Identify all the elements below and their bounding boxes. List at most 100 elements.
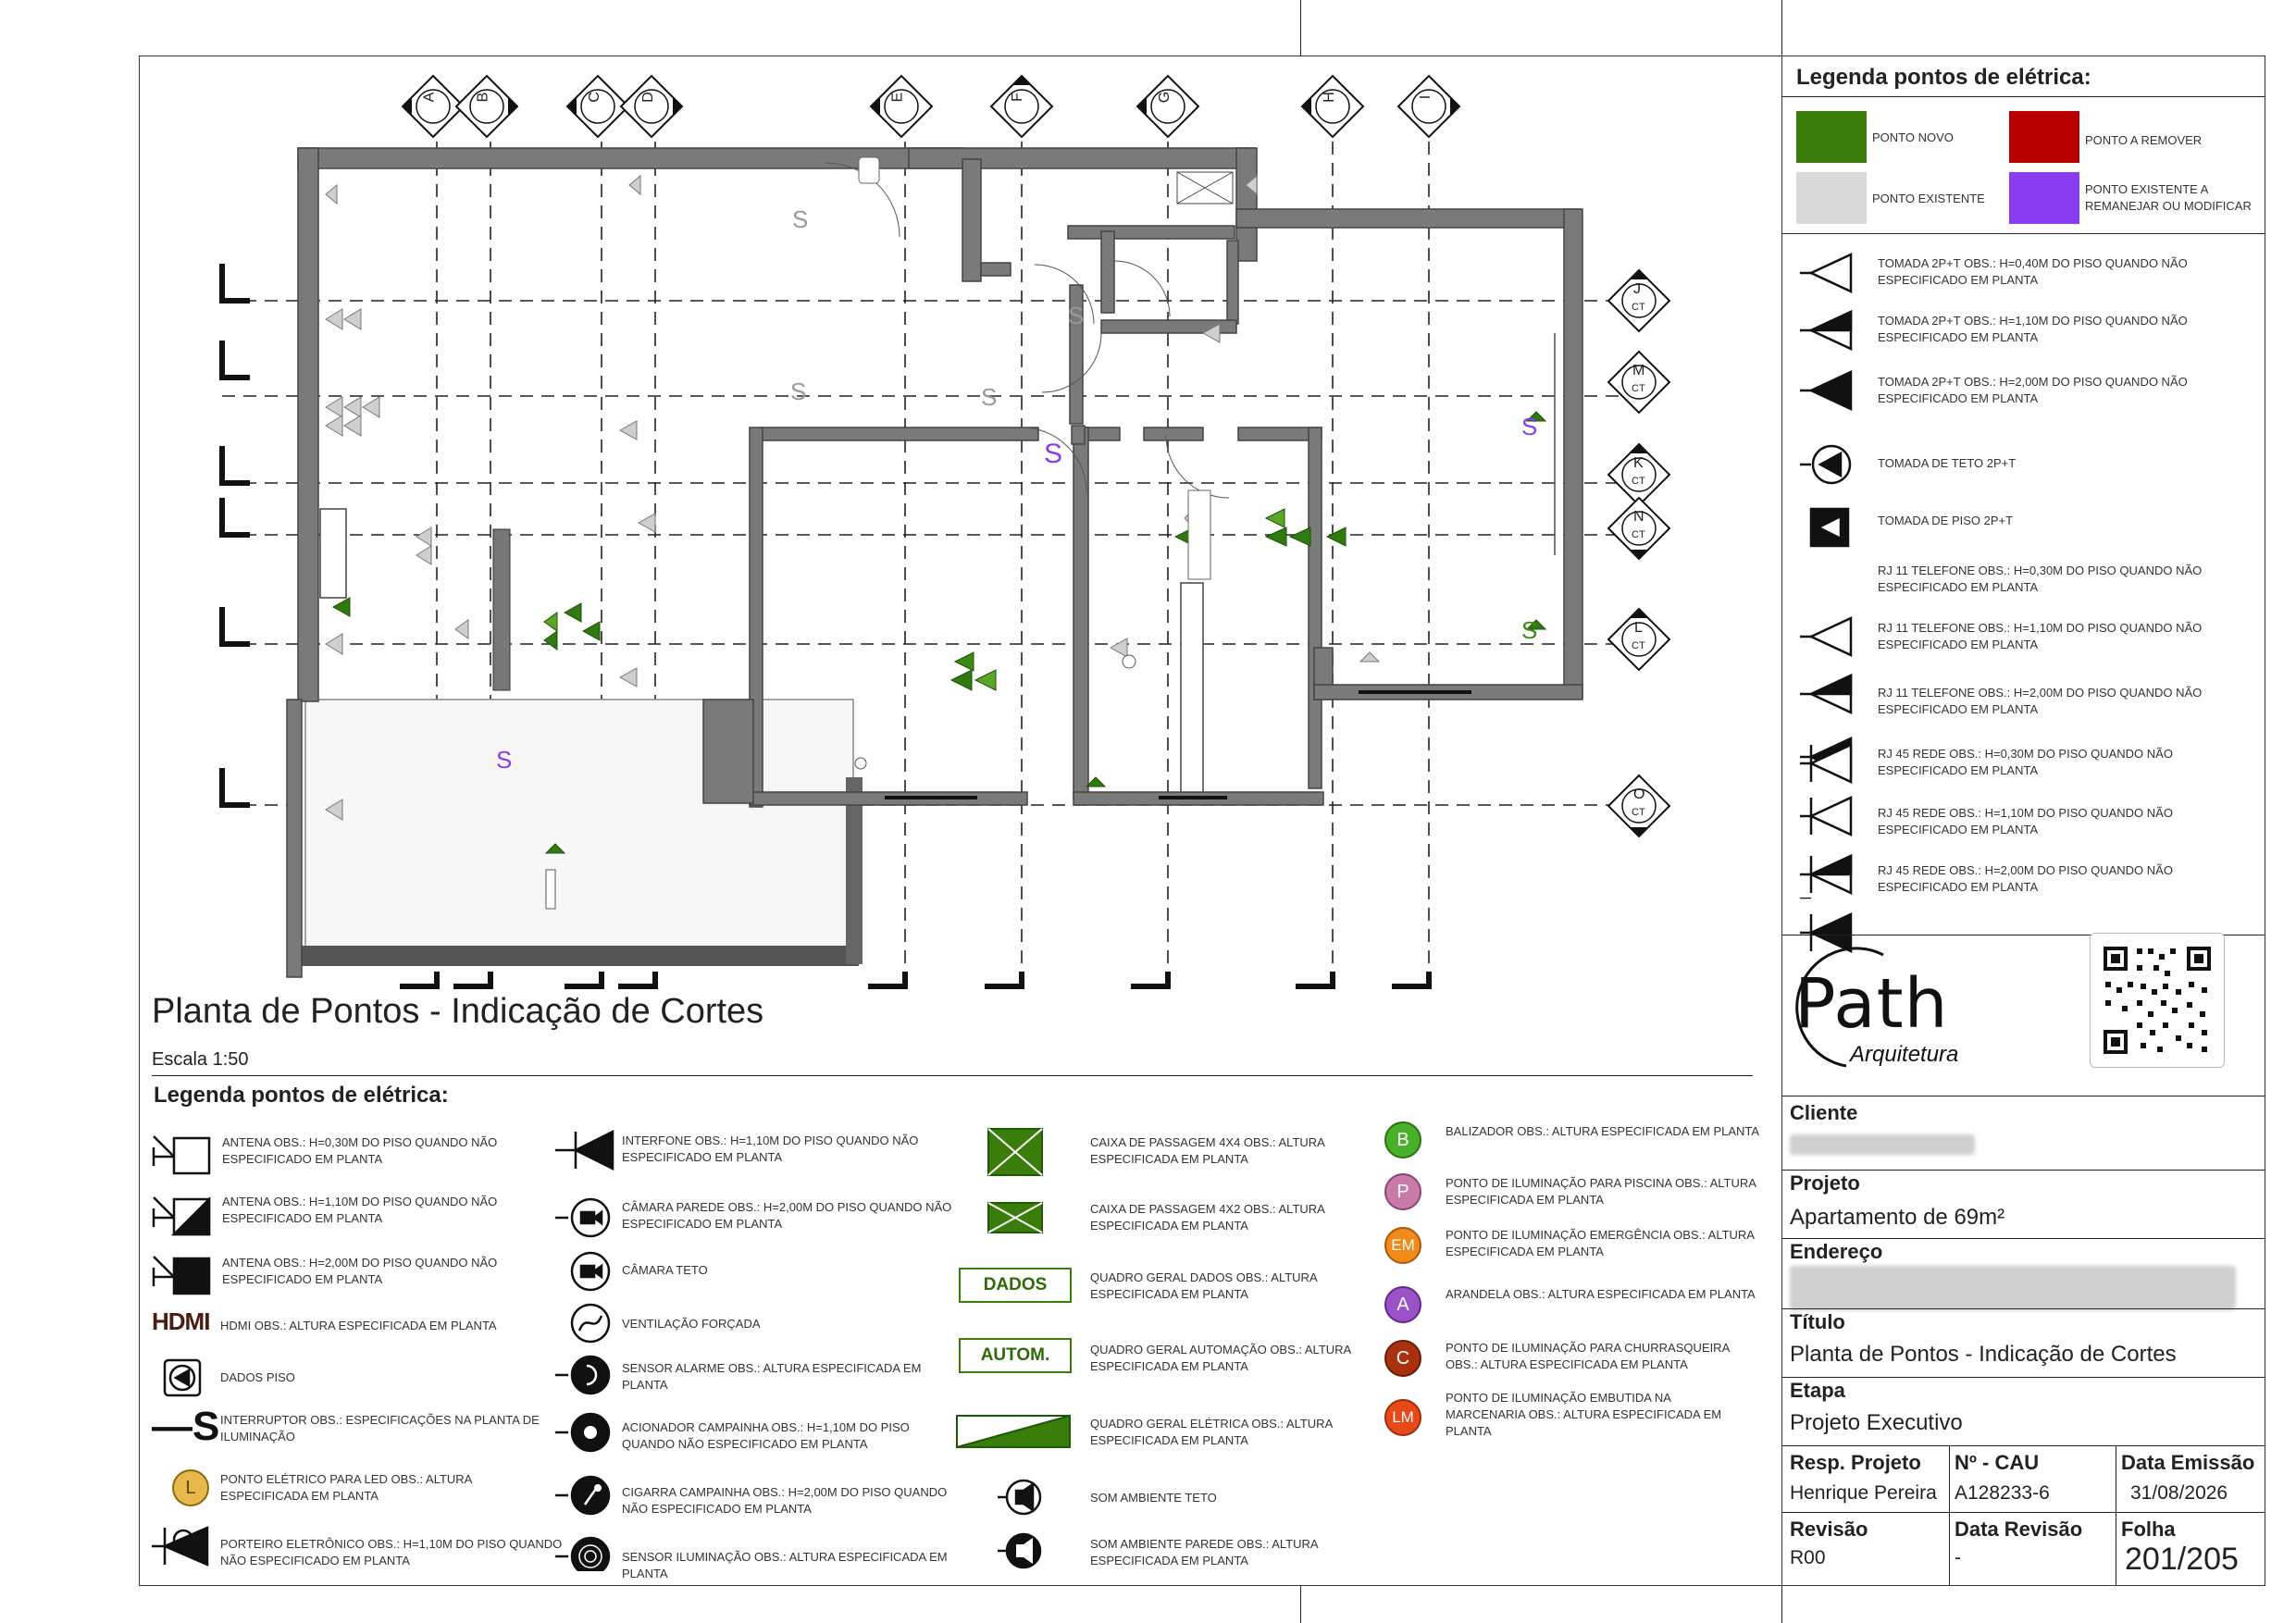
fold-mark (1781, 0, 1782, 56)
porteiro-icon (152, 1526, 209, 1567)
svg-text:S: S (1044, 439, 1062, 469)
divider (1781, 1170, 2265, 1171)
legend-item: INTERRUPTOR OBS.: ESPECIFICAÇÕES NA PLAN… (220, 1413, 540, 1443)
cut-bubble (1607, 496, 1671, 561)
legend-item: ANTENA OBS.: H=1,10m DO PISO QUANDO NÃO … (222, 1195, 498, 1225)
cut-markers-bottom (400, 972, 1432, 989)
legend-item: PONTO DE ILUMINAÇÃO EMERGÊNCIA OBS.: ALT… (1446, 1228, 1755, 1258)
cut-letter: F (1009, 93, 1025, 102)
cut-letter: O (1633, 787, 1645, 802)
cut-subtag: CT (1632, 807, 1645, 818)
revisao-value: R00 (1790, 1547, 1826, 1568)
interruptor-icon: —S (152, 1404, 220, 1449)
cut-bubble (1607, 442, 1671, 507)
balizador-icon: B (1384, 1121, 1421, 1158)
titulo-value: Planta de Pontos - Indicação de Cortes (1790, 1342, 2177, 1367)
divider (1781, 1238, 2265, 1239)
legend-item: TOMADA 2P+T OBS.: H=1,10m DO PISO QUANDO… (1878, 314, 2188, 344)
legend-item: QUADRO GERAL ELÉTRICA OBS.: ALTURA ESPEC… (1090, 1417, 1333, 1447)
legend-item: TOMADA 2P+T OBS.: H=2,00m DO PISO QUANDO… (1878, 375, 2188, 405)
cut-bubble (1607, 350, 1671, 415)
legend-item: PORTEIRO ELETRÔNICO OBS.: H=1,10m DO PIS… (220, 1537, 563, 1567)
qr-code (2090, 933, 2225, 1068)
cut-markers-left (219, 264, 250, 808)
doors (825, 162, 1230, 499)
panel-divider (1781, 56, 1782, 1586)
cut-subtag: CT (1632, 383, 1645, 394)
cut-bubble (1607, 774, 1671, 838)
cut-letter: G (1157, 91, 1173, 104)
cut-bubble (869, 74, 934, 139)
cut-letter: C (586, 92, 602, 103)
legend-item: ANTENA OBS.: H=2,00m DO PISO QUANDO NÃO … (222, 1256, 498, 1286)
cut-letter: M (1632, 363, 1645, 378)
cut-bubble (1396, 74, 1461, 139)
folha-label: Folha (2121, 1518, 2176, 1541)
resp-label: Resp. Projeto (1790, 1451, 1921, 1474)
cut-letter: E (889, 92, 906, 103)
cliente-label: Cliente (1790, 1101, 1858, 1124)
endereco-value-redacted (1790, 1266, 2236, 1310)
cut-subtag: CT (1632, 302, 1645, 313)
legend-right-symbols-rj45-b (1800, 854, 1853, 953)
svg-text:S: S (1521, 616, 1537, 644)
floor-plan: S S S S S S S S (219, 120, 1620, 989)
fold-mark (1300, 0, 1301, 56)
projeto-value: Apartamento de 69m² (1790, 1205, 2005, 1230)
divider (1781, 1308, 2265, 1309)
legend-bottom-title: Legenda pontos de elétrica: (154, 1083, 449, 1108)
divider (1781, 96, 2265, 97)
title-underline (152, 1075, 1753, 1076)
qr-code-image (2104, 947, 2211, 1054)
legend-item: QUADRO GERAL DADOS OBS.: ALTURA ESPECIFI… (1090, 1270, 1317, 1301)
cut-bubble (989, 74, 1054, 139)
legend-item: HDMI OBS.: ALTURA ESPECIFICADA EM PLANTA (220, 1319, 497, 1332)
logo-sub: Arquitetura (1850, 1042, 1959, 1067)
legend-item: CÂMARA TETO (622, 1263, 708, 1277)
windows (885, 690, 1471, 799)
swatch-new-label: PONTO NOVO (1872, 130, 1954, 144)
divider (1781, 1445, 2265, 1446)
cau-label: Nº - CAU (1955, 1451, 2040, 1474)
legend-item: PONTO ELÉTRICO PARA LED OBS.: ALTURA ESP… (220, 1472, 472, 1503)
legend-item: CAIXA DE PASSAGEM 4x4 OBS.: ALTURA ESPEC… (1090, 1135, 1325, 1166)
swatch-existing-label: PONTO EXISTENTE (1872, 192, 1985, 205)
cut-letter: K (1633, 455, 1644, 471)
cut-bubble (1607, 268, 1671, 333)
cut-letter: I (1418, 94, 1434, 100)
legend-item: RJ 45 REDE OBS.: H=1,10m DO PISO QUANDO … (1878, 806, 2173, 836)
etapa-label: Etapa (1790, 1379, 1845, 1402)
arandela-icon: A (1384, 1286, 1421, 1323)
autom-tag: AUTOM. (959, 1338, 1072, 1373)
emissao-value: 31/08/2026 (2130, 1482, 2228, 1504)
divider (1781, 1512, 2265, 1513)
rj45-symbol-1 (1800, 743, 1853, 784)
cut-letter: A (421, 92, 438, 103)
endereco-label: Endereço (1790, 1240, 1883, 1263)
legend-item: PONTO DE ILUMINAÇÃO PARA CHURRASQUEIRA O… (1446, 1341, 1730, 1371)
cut-subtag: CT (1632, 476, 1645, 487)
legend-item: RJ 45 REDE OBS.: H=2,00m DO PISO QUANDO … (1878, 863, 2173, 894)
drawing-scale: Escala 1:50 (152, 1049, 249, 1070)
legend-item: CIGARRA CAMPAINHA OBS.: H=2,00m DO PISO … (622, 1485, 948, 1516)
etapa-value: Projeto Executivo (1790, 1410, 1963, 1435)
legend-right-title: Legenda pontos de elétrica: (1796, 65, 2091, 90)
datarev-label: Data Revisão (1955, 1518, 2083, 1541)
revisao-label: Revisão (1790, 1518, 1868, 1541)
cliente-value-redacted (1790, 1134, 1975, 1155)
svg-text:S: S (790, 378, 806, 405)
legend-item: TOMADA DE TETO 2P+T (1878, 456, 2017, 470)
legend-item: INTERFONE OBS.: H=1,10m DO PISO QUANDO N… (622, 1134, 919, 1164)
legend-item: CAIXA DE PASSAGEM 4x2 OBS.: ALTURA ESPEC… (1090, 1202, 1325, 1233)
legend-item: SENSOR ALARME OBS.: ALTURA ESPECIFICADA … (622, 1361, 922, 1392)
cut-bubble (401, 74, 465, 139)
cut-subtag: CT (1632, 640, 1645, 651)
switches: S S S S S S S S (496, 205, 1537, 774)
existing-points (325, 174, 1381, 821)
legend-item: DADOS PISO (220, 1370, 295, 1384)
cut-bubble (565, 74, 630, 139)
projeto-label: Projeto (1790, 1171, 1860, 1195)
svg-text:S: S (496, 746, 512, 774)
cut-lines-vertical (436, 120, 1430, 981)
svg-text:S: S (981, 383, 997, 411)
